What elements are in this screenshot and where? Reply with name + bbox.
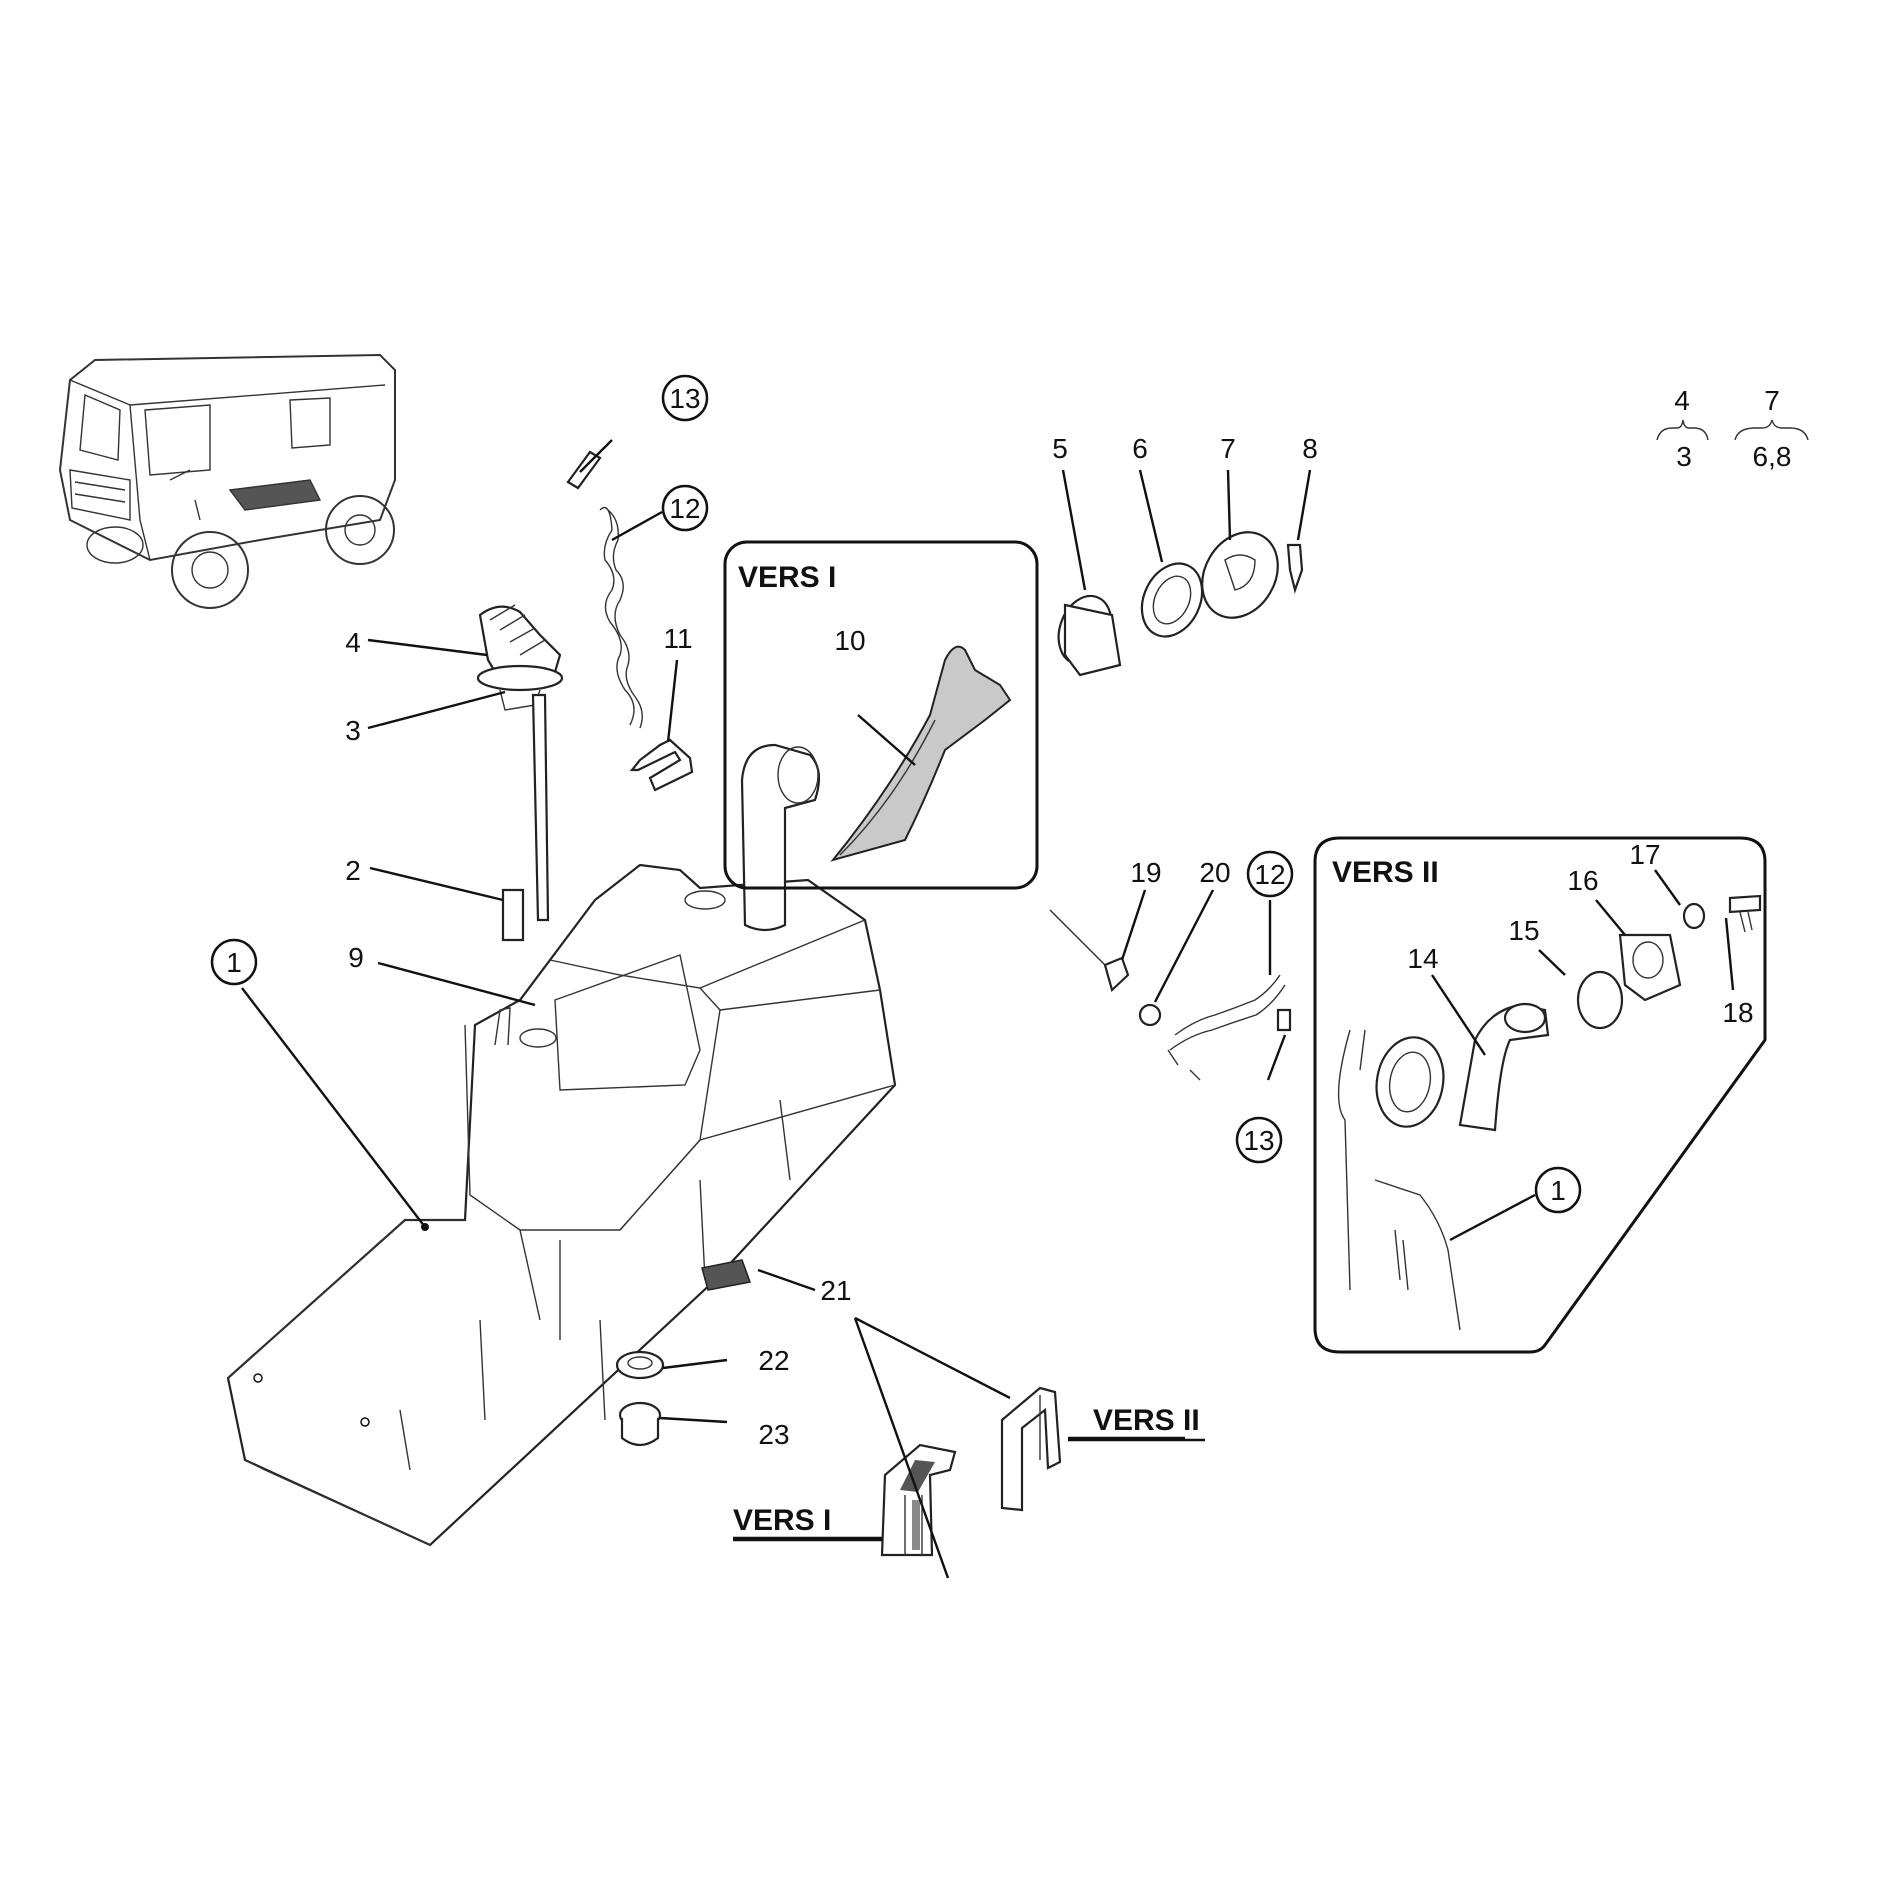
callout-2: 2 bbox=[345, 855, 361, 886]
svg-text:13: 13 bbox=[669, 383, 700, 414]
callout-15: 15 bbox=[1508, 915, 1539, 946]
clip-icon bbox=[629, 738, 694, 792]
filler-neck-icon bbox=[740, 743, 821, 932]
callout-16: 16 bbox=[1567, 865, 1598, 896]
callout-17: 17 bbox=[1629, 839, 1660, 870]
callout-22: 22 bbox=[758, 1345, 789, 1376]
callout-12-right: 12 bbox=[1246, 850, 1294, 898]
bracket-profile-vers2-icon bbox=[1000, 1386, 1062, 1512]
vers1-box: VERS I bbox=[723, 540, 1039, 890]
svg-text:12: 12 bbox=[1254, 859, 1285, 890]
leader-lines bbox=[241, 439, 1735, 1579]
callout-12-top: 12 bbox=[661, 484, 709, 532]
callout-1-vers2: 1 bbox=[1534, 1166, 1582, 1214]
callout-3: 3 bbox=[345, 715, 361, 746]
vers2-box: VERS II bbox=[1313, 836, 1767, 1354]
fuel-tank-icon bbox=[226, 863, 897, 1547]
callout-10: 10 bbox=[834, 625, 865, 656]
chain-icon bbox=[599, 506, 643, 729]
callout-7: 7 bbox=[1220, 433, 1236, 464]
callout-11: 11 bbox=[663, 623, 692, 654]
callout-14: 14 bbox=[1407, 943, 1438, 974]
svg-text:12: 12 bbox=[669, 493, 700, 524]
callout-6: 6 bbox=[1132, 433, 1148, 464]
svg-text:1: 1 bbox=[226, 947, 242, 978]
svg-text:13: 13 bbox=[1243, 1125, 1274, 1156]
svg-text:1: 1 bbox=[1550, 1175, 1566, 1206]
assembly-key: 4 3 7 6,8 bbox=[1656, 385, 1809, 472]
assembly-key-b-bottom: 6,8 bbox=[1753, 441, 1792, 472]
callout-9: 9 bbox=[348, 942, 364, 973]
assembly-key-b-top: 7 bbox=[1764, 385, 1780, 416]
assembly-key-a-top: 4 bbox=[1674, 385, 1690, 416]
callout-1-main: 1 bbox=[210, 938, 258, 986]
callout-5: 5 bbox=[1052, 433, 1068, 464]
pin-right-icon bbox=[1276, 1008, 1292, 1032]
chain-right-icon bbox=[1167, 974, 1286, 1081]
vers2-box-label: VERS II bbox=[1332, 856, 1439, 889]
callout-13-right: 13 bbox=[1235, 1116, 1283, 1164]
callout-23: 23 bbox=[758, 1419, 789, 1450]
callout-18: 18 bbox=[1722, 997, 1753, 1028]
callout-21: 21 bbox=[820, 1275, 851, 1306]
filler-neck-sleeve-icon bbox=[830, 645, 1012, 862]
washer-icon bbox=[615, 1350, 665, 1380]
vers2-bracket-label: VERS II bbox=[1093, 1404, 1200, 1437]
assembly-key-a-bottom: 3 bbox=[1676, 441, 1692, 472]
vers1-box-label: VERS I bbox=[738, 561, 836, 594]
callout-4: 4 bbox=[345, 627, 361, 658]
callout-8: 8 bbox=[1302, 433, 1318, 464]
callout-13-top: 13 bbox=[661, 374, 709, 422]
bracket-profile-vers1-icon bbox=[880, 1443, 957, 1557]
vehicle-thumbnail-icon bbox=[58, 353, 396, 609]
callout-19: 19 bbox=[1130, 857, 1161, 888]
filler-cap-icon bbox=[1057, 531, 1304, 677]
fuel-gauge-sender-icon bbox=[476, 604, 564, 942]
vers1-bracket-label: VERS I bbox=[733, 1504, 831, 1537]
plug-icon bbox=[618, 1401, 662, 1447]
drain-bolt-icon bbox=[1049, 909, 1162, 1027]
callout-20: 20 bbox=[1199, 857, 1230, 888]
